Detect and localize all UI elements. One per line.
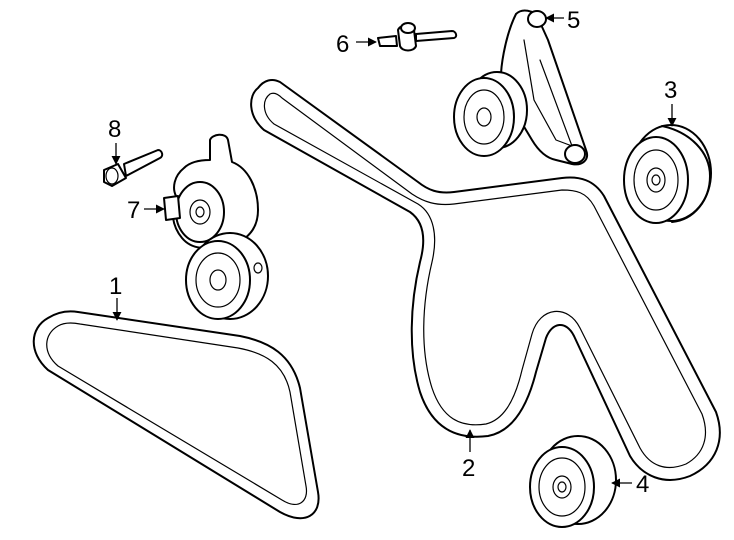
- callout-4: 4: [611, 471, 649, 498]
- svg-text:5: 5: [567, 7, 580, 34]
- tensioner-bolt: [103, 149, 164, 187]
- idler-pulley-lower: [529, 435, 617, 528]
- idler-pulley-upper: [623, 124, 712, 224]
- belt-small: [32, 310, 320, 520]
- callout-1: 1: [109, 273, 122, 321]
- svg-text:4: 4: [636, 471, 649, 498]
- svg-text:6: 6: [336, 31, 349, 58]
- svg-text:8: 8: [108, 116, 121, 143]
- svg-text:3: 3: [664, 77, 677, 104]
- callout-5: 5: [545, 7, 580, 34]
- callout-7: 7: [127, 197, 165, 224]
- idler-bracket: [453, 9, 588, 166]
- svg-text:1: 1: [109, 273, 122, 300]
- callout-2: 2: [462, 429, 475, 482]
- belt-serpentine: [250, 79, 721, 481]
- bracket-bolt: [377, 22, 458, 52]
- svg-text:2: 2: [462, 455, 475, 482]
- tensioner: [163, 133, 269, 320]
- svg-text:7: 7: [127, 197, 140, 224]
- callout-3: 3: [664, 77, 677, 127]
- callout-6: 6: [336, 31, 377, 58]
- callout-8: 8: [108, 116, 121, 165]
